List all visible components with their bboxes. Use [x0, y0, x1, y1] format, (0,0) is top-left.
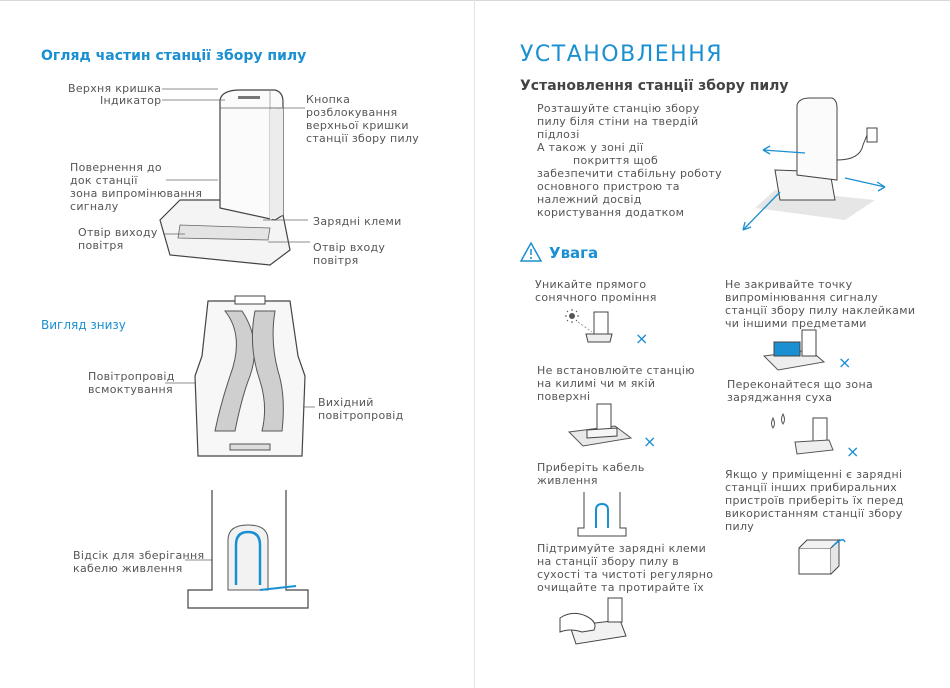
sun-icon: [565, 309, 613, 343]
carpet-illustration: [567, 403, 633, 447]
installation-subtitle: Установлення станції збору пилу: [520, 78, 789, 94]
storage-box-illustration: [798, 538, 846, 575]
page-divider: [474, 0, 475, 688]
bottom-view-title: Вигляд знизу: [41, 318, 126, 332]
cleaning-illustration: [559, 597, 627, 645]
placement-illustration: [742, 97, 886, 231]
warning-icon: [519, 241, 543, 262]
water-drops-illustration: [771, 412, 834, 455]
parts-overview-title: Огляд частин станції збору пилу: [41, 48, 307, 64]
dry-cross-icon: ×: [846, 442, 860, 461]
sunlight-cross-icon: ×: [635, 329, 649, 348]
warning-title: Увага: [549, 244, 599, 262]
carpet-cross-icon: ×: [643, 432, 657, 451]
cable-illustration: [577, 492, 627, 537]
cable-storage-illustration: [187, 490, 309, 609]
no-cover-cross-icon: ×: [838, 353, 852, 372]
label-charging-contacts: Зарядні клеми: [313, 215, 402, 228]
label-indicator: Індикатор: [100, 94, 162, 107]
bottom-view-illustration: [194, 295, 306, 457]
installation-title: УСТАНОВЛЕННЯ: [520, 42, 724, 67]
install-instructions: Розташуйте станцію збору пилу біля стіни…: [537, 102, 722, 219]
dust-station-illustration: [159, 89, 291, 266]
blocked-sensor-illustration: [762, 329, 826, 371]
top-border: [0, 0, 950, 1]
label-top-cover: Верхня кришка: [68, 82, 162, 95]
